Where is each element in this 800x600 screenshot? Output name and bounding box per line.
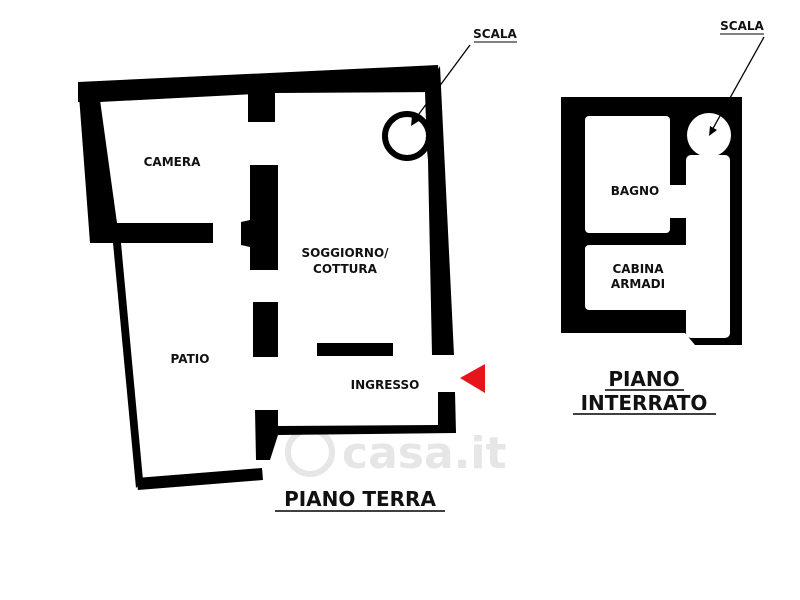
basement-title-line1: PIANO xyxy=(608,367,679,391)
room-label-camera: CAMERA xyxy=(144,155,201,169)
stair-pointer-arrow xyxy=(412,44,471,123)
room-label-cottura: COTTURA xyxy=(313,262,378,276)
ground-floor-walls xyxy=(78,65,456,490)
room-label-cabina: CABINA xyxy=(612,262,664,276)
basement-walls xyxy=(561,97,742,345)
watermark: casa.it xyxy=(285,427,506,479)
room-label-patio: PATIO xyxy=(171,352,210,366)
room-label-bagno: BAGNO xyxy=(611,184,660,198)
stair-label-basement: SCALA xyxy=(720,19,764,33)
room-label-soggiorno: SOGGIORNO/ xyxy=(301,246,389,260)
entrance-arrow-icon xyxy=(460,364,485,393)
stair-pointer-arrow-basement xyxy=(710,36,765,133)
room-label-ingresso: INGRESSO xyxy=(351,378,420,392)
basement-title-line2: INTERRATO xyxy=(581,391,708,415)
ground-floor-title: PIANO TERRA xyxy=(284,487,436,511)
stair-label-ground: SCALA xyxy=(473,27,517,41)
room-label-armadi: ARMADI xyxy=(611,277,665,291)
watermark-text: casa.it xyxy=(342,428,506,479)
